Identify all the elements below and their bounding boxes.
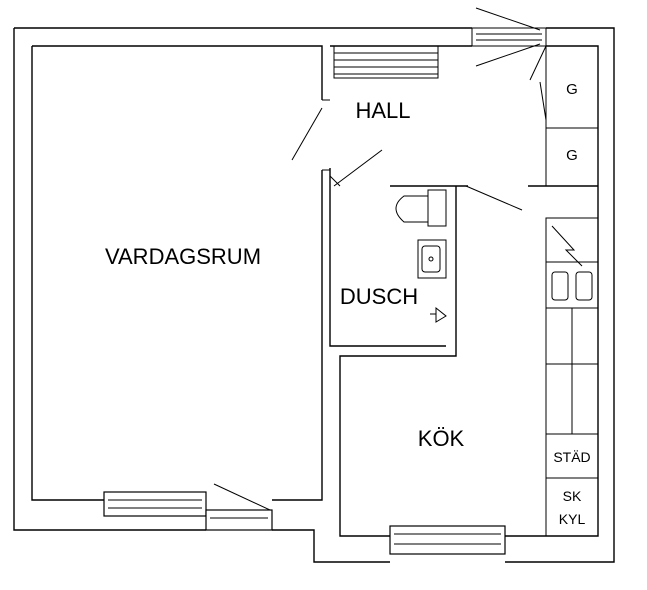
hall-doors: [291, 81, 547, 211]
toilet: [395, 189, 447, 227]
cabinet-label-stad: STÄD: [553, 449, 590, 465]
vent-grille: [333, 45, 439, 79]
washbasin: [417, 239, 447, 279]
kitchen-counter: [545, 217, 599, 537]
room-label-vardagsrum: VARDAGSRUM: [105, 244, 261, 269]
drain-symbol: [430, 306, 447, 323]
kitchen-window: [389, 525, 506, 555]
cabinet-label-g-top: G: [566, 81, 578, 98]
room-label-hall: HALL: [355, 98, 410, 123]
cabinet-label-g-bottom: G: [566, 147, 578, 164]
closets: [545, 45, 599, 187]
cabinet-label-kyl: KYL: [559, 511, 586, 527]
cabinet-label-sk: SK: [563, 488, 582, 504]
outer-wall: [13, 27, 615, 563]
bath-wall: [329, 168, 598, 347]
vardagsrum-wall: [31, 45, 323, 501]
room-label-kok: KÖK: [418, 426, 465, 451]
entrance-door: [471, 7, 547, 81]
vardagsrum-window: [103, 483, 273, 531]
room-label-dusch: DUSCH: [340, 284, 418, 309]
